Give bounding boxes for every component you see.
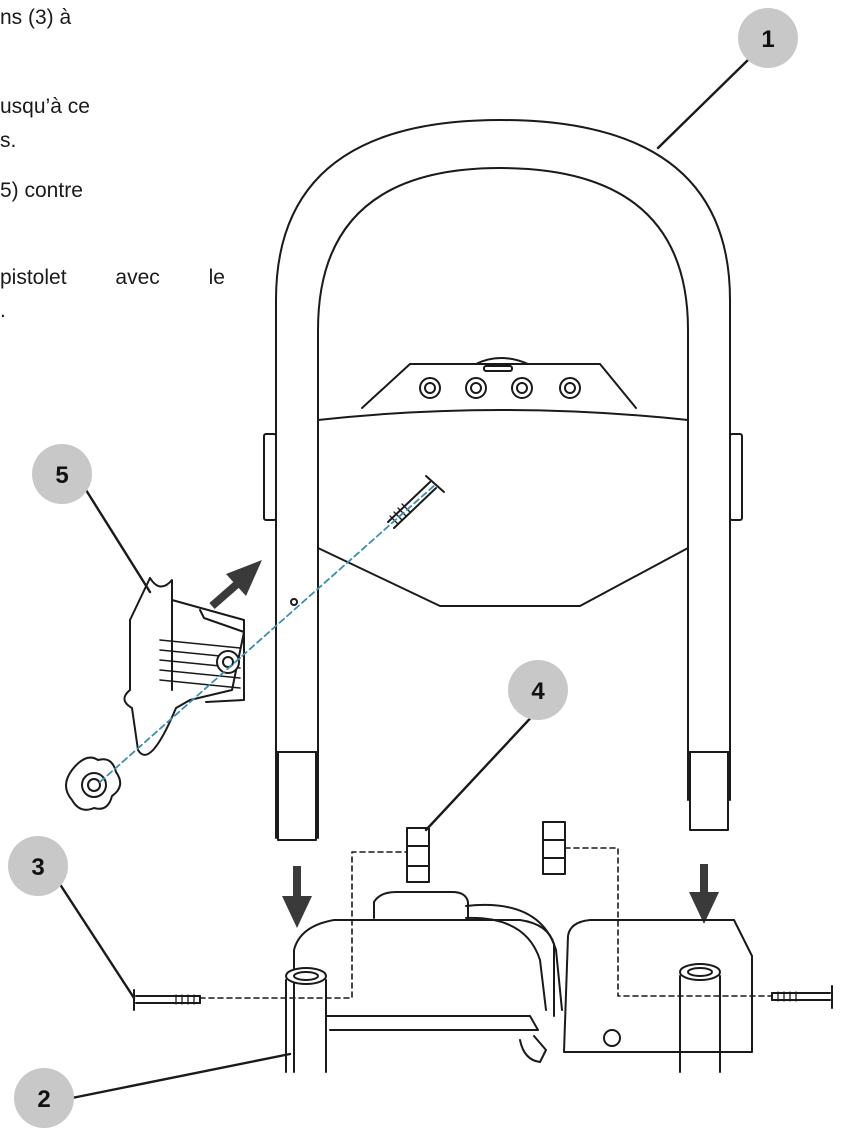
callout-1: 1 <box>738 8 798 68</box>
bolt-left <box>133 989 201 1011</box>
bolt-right <box>771 985 833 1009</box>
instruction-line-1: ns (3) à <box>0 6 72 29</box>
base-unit <box>285 891 753 1073</box>
callout-1-label: 1 <box>761 26 774 53</box>
handle-frame <box>263 119 743 841</box>
callout-5: 5 <box>32 444 92 504</box>
holder-direction-arrow <box>209 560 262 610</box>
instruction-line-4: 5) contre <box>0 179 83 202</box>
callout-2-label: 2 <box>37 1086 50 1113</box>
assembly-dashed-guides <box>199 847 773 999</box>
callout-3-label: 3 <box>31 854 44 881</box>
handle-cross-plate <box>317 357 689 607</box>
callout-2: 2 <box>14 1068 74 1128</box>
callout-leaders <box>50 56 752 1102</box>
nut-left <box>406 827 430 883</box>
callout-4: 4 <box>508 660 568 720</box>
gun-holder <box>123 577 245 756</box>
knob-nut <box>65 756 122 811</box>
holder-guide-line <box>99 483 437 783</box>
down-arrow-left <box>282 866 312 928</box>
nut-right <box>542 821 566 875</box>
instruction-line-2: usqu’à ce <box>0 95 90 118</box>
instruction-line-3: s. <box>0 129 17 152</box>
instruction-line-5: pistolet avec le <box>0 266 225 289</box>
instruction-line-6: . <box>0 299 6 322</box>
holder-screw <box>387 475 445 529</box>
callout-4-label: 4 <box>531 678 545 705</box>
callout-5-label: 5 <box>55 462 68 489</box>
plate-holes <box>419 377 581 399</box>
down-arrow-right <box>689 864 719 924</box>
callout-3: 3 <box>8 836 68 896</box>
